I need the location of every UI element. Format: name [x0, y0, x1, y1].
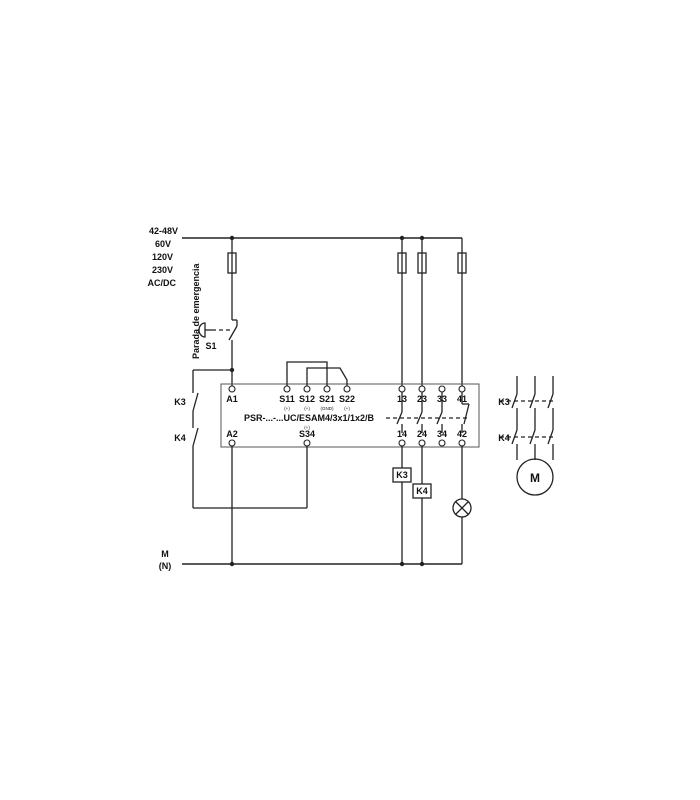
- mushroom-button-icon: [198, 322, 206, 338]
- terminal-24: [418, 439, 426, 447]
- label-s11: S11: [279, 394, 295, 404]
- ground-label: M (N): [159, 549, 172, 571]
- terminal-s11: [283, 385, 291, 393]
- label-24: 24: [417, 429, 427, 439]
- lamp-icon: [452, 498, 472, 518]
- terminal-14: [398, 439, 406, 447]
- supply-label: 42-48V 60V 120V 230V AC/DC: [148, 226, 179, 288]
- relay-model-label: PSR-...-...UC/ESAM4/3x1/1x2/B: [244, 413, 375, 423]
- sub-s22: (+): [344, 406, 350, 411]
- jumper-s12-s22: [306, 367, 348, 386]
- ground-n-label: (N): [159, 561, 172, 571]
- terminal-s12: [303, 385, 311, 393]
- terminal-33: [438, 385, 446, 393]
- label-s12: S12: [299, 394, 315, 404]
- ground-m-label: M: [161, 549, 169, 559]
- terminal-13: [398, 385, 406, 393]
- motor-contactor: K3 K4: [498, 376, 554, 460]
- feedback-contact-k3: K3: [174, 397, 186, 407]
- relay-module: [220, 383, 480, 448]
- terminal-34: [438, 439, 446, 447]
- emergency-stop-s1: S1: [198, 319, 238, 386]
- supply-line-2: 60V: [155, 239, 171, 249]
- terminal-s34: [303, 439, 311, 447]
- top-terminals: A1 S11 S12 S21 S22 13 23 33 41 (+) (+) (…: [226, 385, 467, 411]
- motor-icon: [516, 458, 554, 496]
- terminal-42: [458, 439, 466, 447]
- label-42: 42: [457, 429, 467, 439]
- feedback-loop: K3 K4: [174, 369, 308, 509]
- internal-contacts: [386, 392, 470, 433]
- label-a2: A2: [226, 429, 238, 439]
- label-s34: S34: [299, 429, 315, 439]
- estop-vertical-label: Parada de emergencia: [191, 262, 201, 359]
- supply-line-1: 42-48V: [149, 226, 178, 236]
- motor-contact-k4: K4: [498, 433, 510, 443]
- label-34: 34: [437, 429, 447, 439]
- motor-contact-k3: K3: [498, 397, 510, 407]
- terminal-s22: [343, 385, 351, 393]
- label-14: 14: [397, 429, 407, 439]
- label-a1: A1: [226, 394, 238, 404]
- coil-k3-label: K3: [396, 470, 408, 480]
- sub-s21: (GND): [321, 406, 334, 411]
- junction-feedback: [229, 367, 235, 373]
- terminal-a1: [228, 385, 236, 393]
- terminal-s21: [323, 385, 331, 393]
- supply-line-5: AC/DC: [148, 278, 177, 288]
- coil-k4-label: K4: [416, 486, 428, 496]
- sub-s11: (+): [284, 406, 290, 411]
- terminal-41: [458, 385, 466, 393]
- motor-label: M: [530, 471, 540, 485]
- feedback-contact-k4: K4: [174, 433, 186, 443]
- sub-s34: (+): [304, 425, 310, 430]
- terminal-a2: [228, 439, 236, 447]
- label-s21: S21: [319, 394, 335, 404]
- supply-line-3: 120V: [152, 252, 173, 262]
- sub-s12: (+): [304, 406, 310, 411]
- supply-line-4: 230V: [152, 265, 173, 275]
- bottom-terminals: A2 S34 (+) 14 24 34 42: [226, 425, 467, 447]
- label-s22: S22: [339, 394, 355, 404]
- estop-id: S1: [205, 341, 216, 351]
- jumper-s11-s21: [286, 361, 328, 386]
- terminal-23: [418, 385, 426, 393]
